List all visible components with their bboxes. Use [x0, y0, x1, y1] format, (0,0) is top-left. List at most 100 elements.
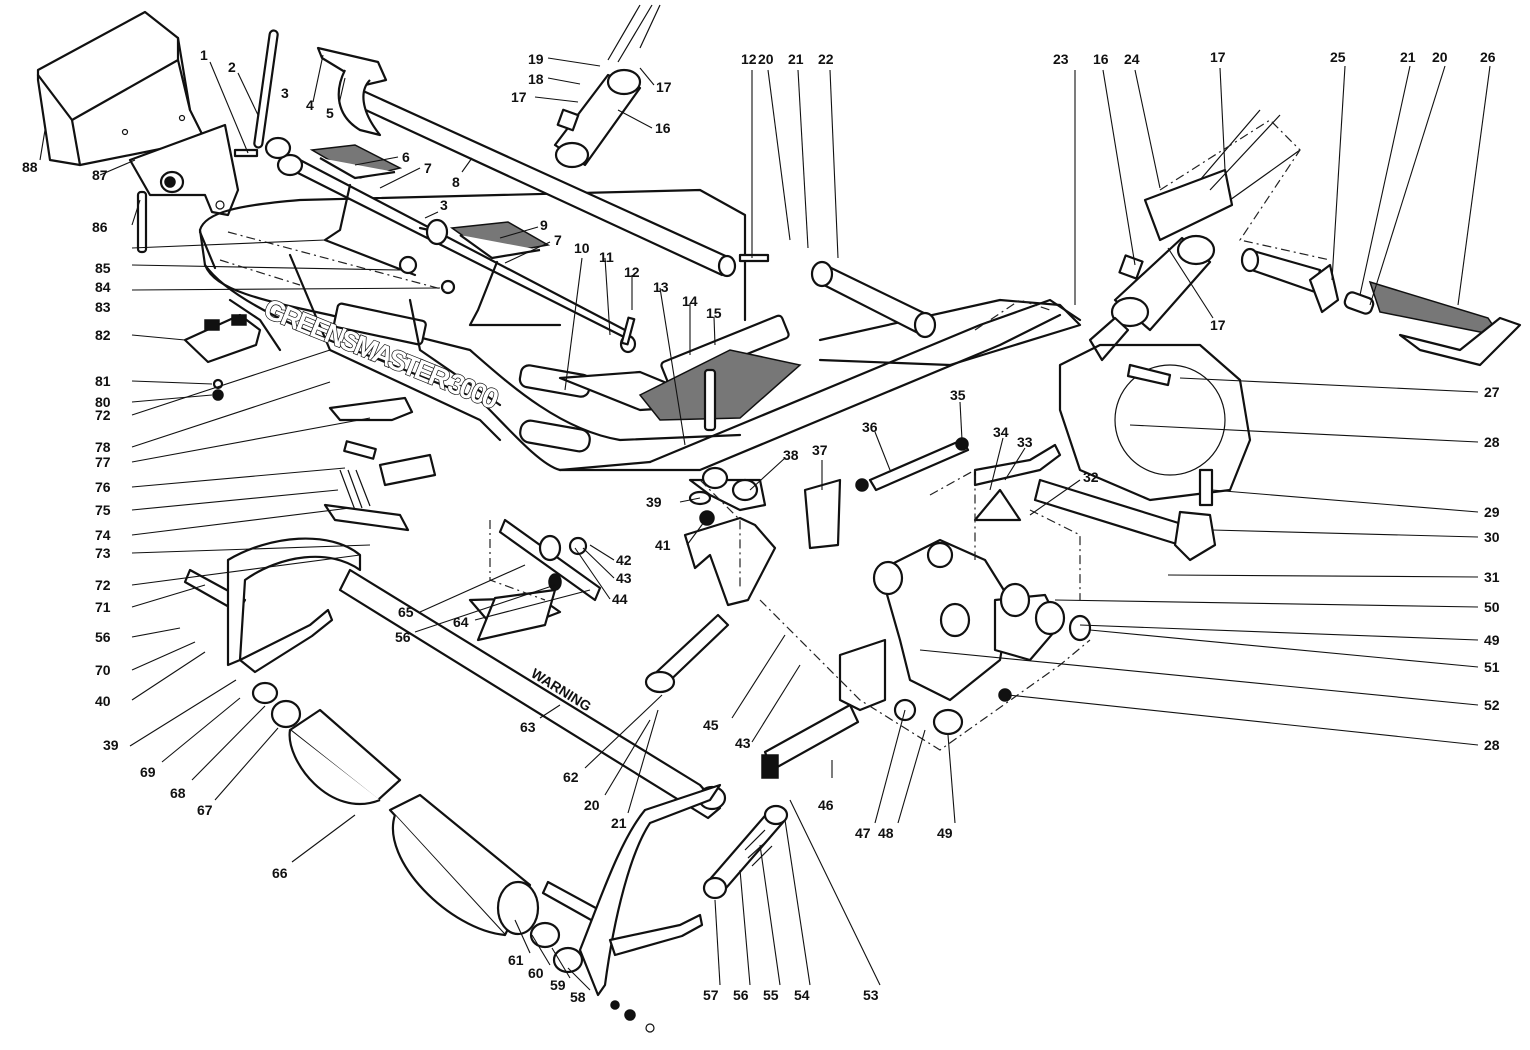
callout-60: 60 — [528, 965, 544, 981]
callout-66: 66 — [272, 865, 288, 881]
callout-13: 13 — [653, 279, 669, 295]
callout-88: 88 — [22, 159, 38, 175]
callout-17b: 17 — [656, 79, 672, 95]
callout-42: 42 — [616, 552, 632, 568]
rear-roller-assembly — [183, 537, 722, 1033]
callout-69: 69 — [140, 764, 156, 780]
main-frame — [198, 188, 1082, 472]
lever-assembly — [759, 538, 1092, 779]
callout-27: 27 — [1484, 384, 1500, 400]
callout-53: 53 — [863, 987, 879, 1003]
callout-21b: 21 — [1400, 49, 1416, 65]
callout-30: 30 — [1484, 529, 1500, 545]
callout-56b: 56 — [395, 629, 411, 645]
callout-39b: 39 — [103, 737, 119, 753]
callout-29: 29 — [1484, 504, 1500, 520]
callout-28: 28 — [1484, 434, 1500, 450]
callout-56: 56 — [733, 987, 749, 1003]
callout-18: 18 — [528, 71, 544, 87]
callout-43: 43 — [616, 570, 632, 586]
callout-72: 72 — [95, 577, 111, 593]
small-parts — [136, 148, 770, 532]
callout-41: 41 — [655, 537, 671, 553]
callout-54: 54 — [794, 987, 810, 1003]
callout-8: 8 — [452, 174, 460, 190]
callout-86: 86 — [92, 219, 108, 235]
callout-32: 32 — [1083, 469, 1099, 485]
callout-20b: 20 — [1432, 49, 1448, 65]
callout-68: 68 — [170, 785, 186, 801]
callout-23: 23 — [1053, 51, 1069, 67]
floor-mat — [638, 349, 802, 421]
callout-34: 34 — [993, 424, 1009, 440]
callout-14: 14 — [682, 293, 698, 309]
callout-67: 67 — [197, 802, 213, 818]
callout-47: 47 — [855, 825, 871, 841]
callout-7: 7 — [424, 160, 432, 176]
callout-80: 80 — [95, 394, 111, 410]
callout-84: 84 — [95, 279, 111, 295]
callout-55: 55 — [763, 987, 779, 1003]
cylinders — [553, 4, 1331, 362]
callout-39: 39 — [646, 494, 662, 510]
callout-21c: 21 — [611, 815, 627, 831]
callout-9: 9 — [540, 217, 548, 233]
callout-77: 77 — [95, 454, 111, 470]
leader-lines — [39, 54, 1491, 991]
callout-5: 5 — [326, 105, 334, 121]
callout-22: 22 — [818, 51, 834, 67]
callout-28b: 28 — [1484, 737, 1500, 753]
hardware — [476, 490, 715, 642]
callout-75: 75 — [95, 502, 111, 518]
callout-58: 58 — [570, 989, 586, 1005]
callout-11: 11 — [599, 249, 614, 265]
housing-plate — [1058, 343, 1252, 502]
assembly-lines — [219, 231, 1081, 601]
callout-61: 61 — [508, 952, 524, 968]
linkage — [973, 443, 1062, 487]
callout-6: 6 — [402, 149, 410, 165]
callout-20c: 20 — [584, 797, 600, 813]
callout-31: 31 — [1484, 569, 1500, 585]
callout-37: 37 — [812, 442, 828, 458]
callout-72b: 72 — [95, 407, 111, 423]
callout-70: 70 — [95, 662, 111, 678]
callout-51: 51 — [1484, 659, 1500, 675]
callout-12b: 12 — [741, 51, 757, 67]
callout-87: 87 — [92, 167, 108, 183]
callout-43b: 43 — [735, 735, 751, 751]
callout-3b: 3 — [440, 197, 448, 213]
callout-52: 52 — [1484, 697, 1500, 713]
callout-4: 4 — [306, 97, 314, 113]
callout-36: 36 — [862, 419, 878, 435]
callout-17d: 17 — [1210, 317, 1226, 333]
callout-45: 45 — [703, 717, 719, 733]
callout-3: 3 — [281, 85, 289, 101]
callout-35: 35 — [950, 387, 966, 403]
callout-85: 85 — [95, 260, 111, 276]
callout-82: 82 — [95, 327, 111, 343]
callout-labels: 1 2 3 4 5 6 7 8 3 9 7 10 11 12 13 14 15 … — [22, 47, 1500, 1005]
callout-73: 73 — [95, 545, 111, 561]
pedals — [309, 144, 562, 327]
callout-48: 48 — [878, 825, 894, 841]
callout-44: 44 — [612, 591, 628, 607]
callout-38: 38 — [783, 447, 799, 463]
callout-17: 17 — [511, 89, 527, 105]
callout-49b: 49 — [937, 825, 953, 841]
callout-20: 20 — [758, 51, 774, 67]
callout-71: 71 — [95, 599, 111, 615]
callout-49: 49 — [1484, 632, 1500, 648]
callout-25: 25 — [1330, 49, 1346, 65]
callout-76: 76 — [95, 479, 111, 495]
callout-10: 10 — [574, 240, 590, 256]
callout-16: 16 — [655, 120, 671, 136]
callout-63: 63 — [520, 719, 536, 735]
steering-tube — [253, 29, 737, 354]
lower-bar — [338, 568, 722, 820]
callout-40: 40 — [95, 693, 111, 709]
callout-59: 59 — [550, 977, 566, 993]
callout-7b: 7 — [554, 232, 562, 248]
callout-62: 62 — [563, 769, 579, 785]
